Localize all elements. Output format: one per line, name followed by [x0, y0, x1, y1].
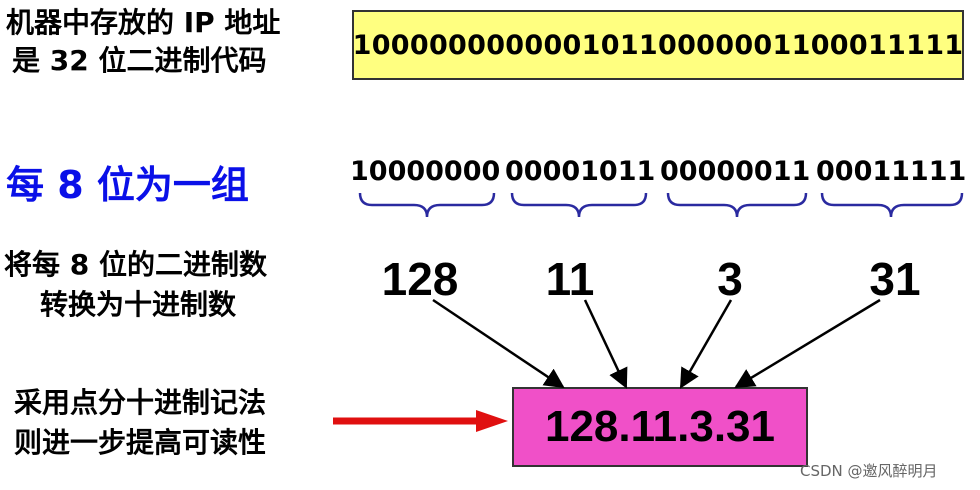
- watermark-text: CSDN @邀风醉明月: [800, 462, 938, 480]
- convert-label-line1: 将每 8 位的二进制数: [4, 248, 267, 281]
- notation-label-line1: 采用点分十进制记法: [14, 386, 267, 419]
- arrow-3-to-result: [679, 299, 733, 389]
- ip-storage-label-line2: 是 32 位二进制代码: [12, 44, 267, 77]
- octet-2: 00001011: [505, 156, 656, 187]
- convert-label-line2: 转换为十进制数: [40, 288, 237, 321]
- arrow-11-to-result: [583, 299, 628, 389]
- binary-address-text: 10000000000010110000001100011111: [352, 29, 964, 61]
- decimal-value-1: 128: [381, 253, 459, 305]
- group-by-8-title: 每 8 位为一组: [6, 163, 249, 207]
- brace-octet-3: [666, 192, 808, 218]
- octet-1: 10000000: [350, 156, 501, 187]
- octet-3: 00000011: [660, 156, 811, 187]
- brace-octet-2: [510, 192, 648, 218]
- notation-label-line2: 则进一步提高可读性: [14, 426, 267, 459]
- decimal-value-2: 11: [545, 253, 595, 305]
- arrow-128-to-result: [432, 298, 565, 389]
- red-arrow-head: [476, 410, 508, 432]
- arrow-31-to-result: [734, 298, 881, 389]
- decimal-value-4: 31: [869, 253, 921, 305]
- octet-4: 00011111: [816, 156, 967, 187]
- binary-address-box: 10000000000010110000001100011111: [352, 10, 964, 80]
- dotted-decimal-result-box: 128.11.3.31: [512, 387, 808, 467]
- decimal-value-3: 3: [717, 253, 743, 305]
- brace-octet-1: [358, 192, 496, 218]
- dotted-decimal-result-text: 128.11.3.31: [544, 402, 775, 451]
- ip-storage-label-line1: 机器中存放的 IP 地址: [6, 6, 281, 39]
- brace-octet-4: [820, 192, 964, 218]
